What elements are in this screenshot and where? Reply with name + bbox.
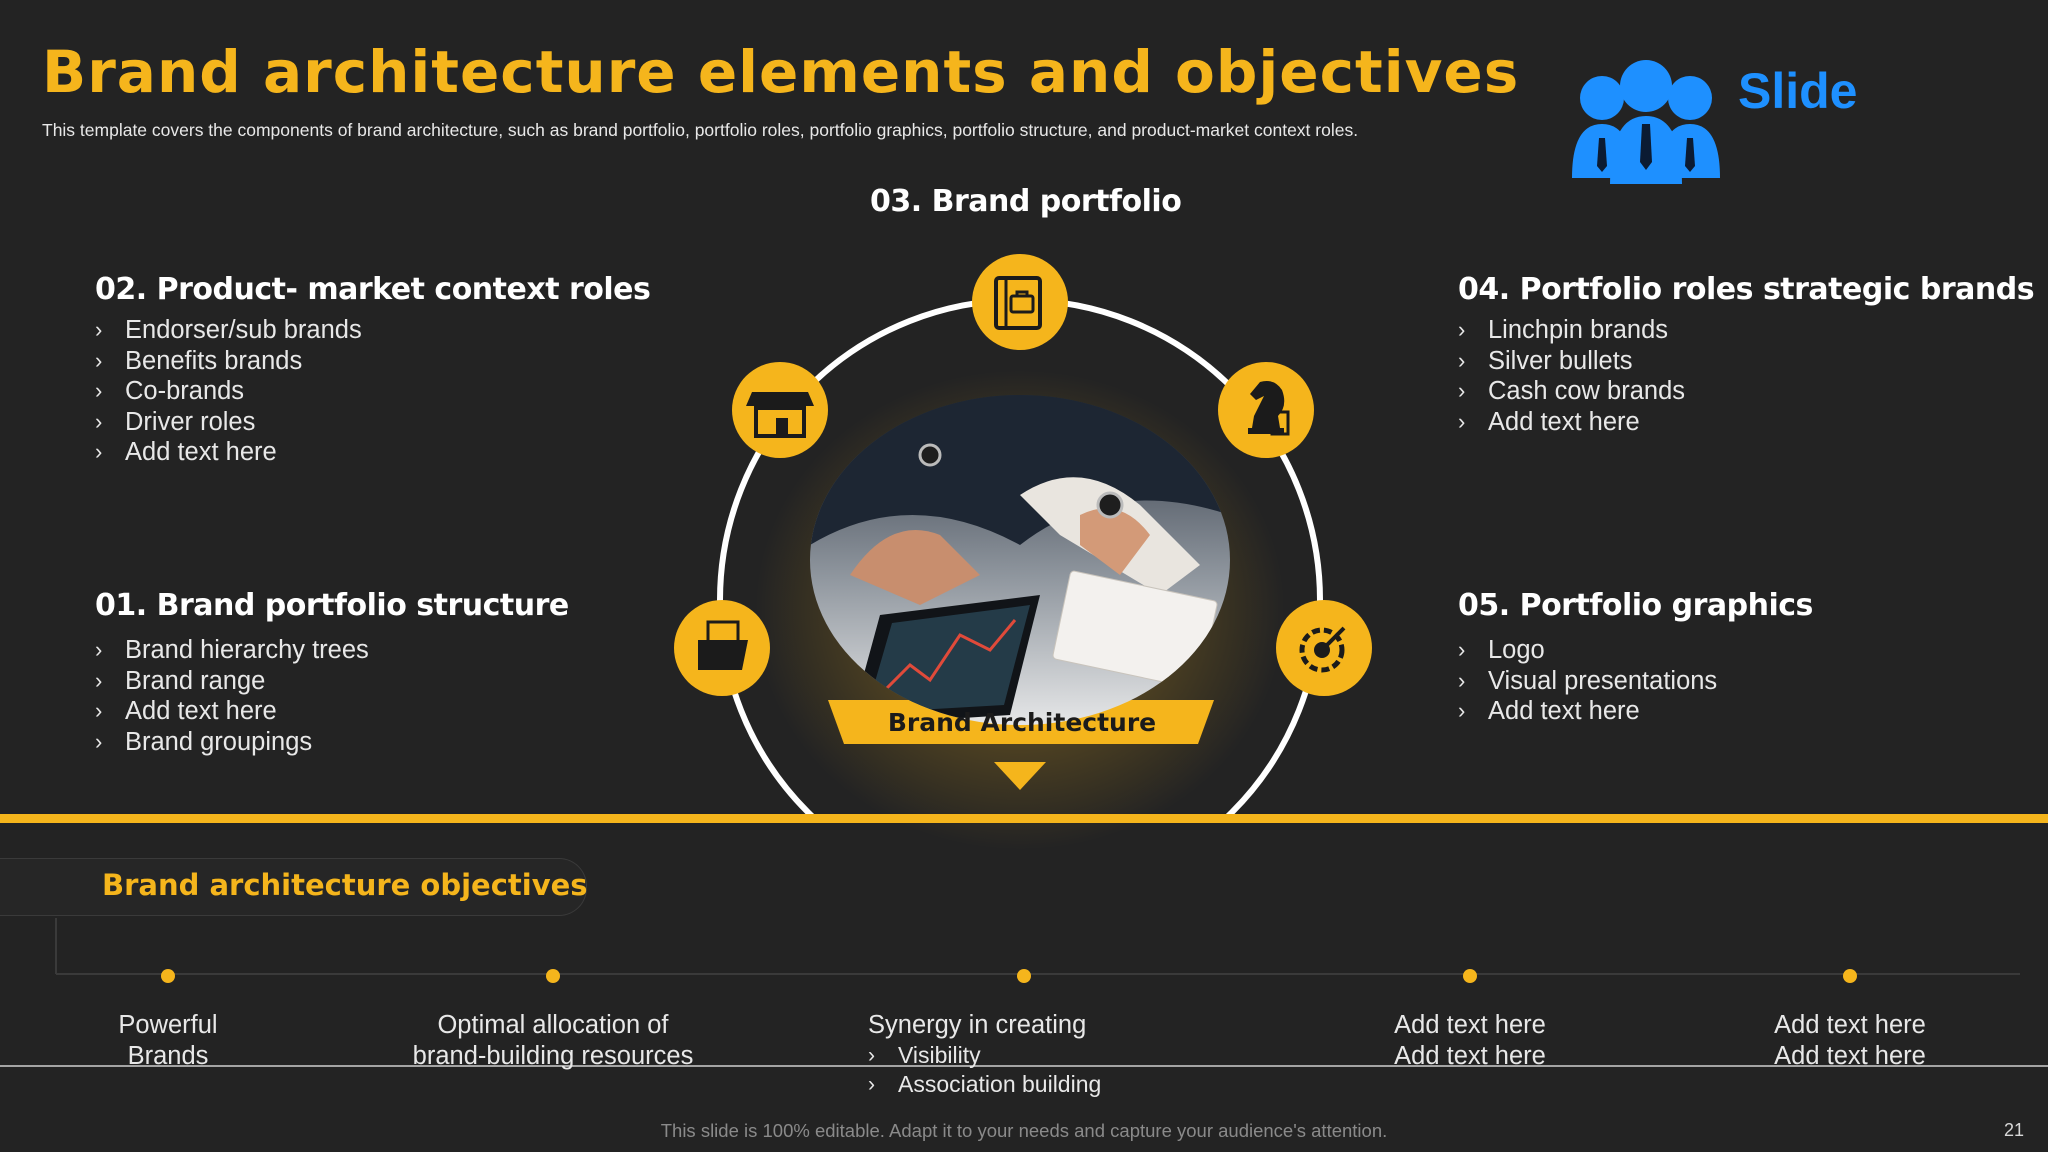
section-04: 04. Portfolio roles strategic brands ›Li… <box>1458 272 2035 437</box>
timeline-dot <box>1017 969 1031 983</box>
list-item: ›Visual presentations <box>1458 666 1718 695</box>
page-subtitle: This template covers the components of b… <box>42 120 1359 140</box>
page-number: 21 <box>2004 1120 2025 1140</box>
chevron-right-icon: › <box>95 698 103 723</box>
chevron-right-icon: › <box>1458 408 1466 434</box>
list-item: ›Logo <box>1458 636 1545 664</box>
down-arrow-icon <box>994 762 1046 790</box>
section-05-title: 05. Portfolio graphics <box>1458 588 1813 623</box>
target-gear-icon <box>1276 600 1372 696</box>
list-item: ›Silver bullets <box>1458 346 1633 375</box>
section-05-list: ›Logo ›Visual presentations ›Add text he… <box>1458 635 1813 727</box>
section-05: 05. Portfolio graphics ›Logo ›Visual pre… <box>1458 588 1813 727</box>
chevron-right-icon: › <box>95 667 103 693</box>
storefront-icon <box>732 362 828 458</box>
timeline-dot <box>546 969 560 983</box>
list-item: ›Brand hierarchy trees <box>95 636 369 664</box>
section-divider <box>0 814 2048 823</box>
timeline-dot <box>1463 969 1477 983</box>
list-item: ›Cash cow brands <box>1458 377 1686 405</box>
chevron-right-icon: › <box>95 408 103 434</box>
logo-text: Slide <box>1738 63 1857 119</box>
objective-item: Add text here Add text here <box>1394 1011 1546 1070</box>
business-people-reviewing-charts-photo <box>810 395 1230 725</box>
list-item: ›Driver roles <box>95 407 256 436</box>
list-item: ›Linchpin brands <box>1458 316 1669 344</box>
objective-item: Add text here Add text here <box>1774 1011 1926 1070</box>
list-item: ›Benefits brands <box>95 346 303 375</box>
chevron-right-icon: › <box>95 378 103 403</box>
chevron-right-icon: › <box>95 347 103 373</box>
section-02-list: ›Endorser/sub brands ›Benefits brands ›C… <box>95 315 650 468</box>
section-04-title: 04. Portfolio roles strategic brands <box>1458 272 2035 307</box>
portfolio-book-icon <box>972 254 1068 350</box>
objective-subitem: ›Visibility <box>868 1041 981 1068</box>
list-item: ›Co-brands <box>95 377 245 405</box>
chevron-right-icon: › <box>1458 378 1466 403</box>
objective-item: Powerful Brands <box>118 1011 218 1070</box>
objective-item: Synergy in creating ›Visibility ›Associa… <box>868 1011 1102 1097</box>
chevron-right-icon: › <box>1458 667 1466 693</box>
timeline-dot <box>1843 969 1857 983</box>
objective-item: Optimal allocation of brand-building res… <box>412 1011 694 1070</box>
folder-document-icon <box>674 600 770 696</box>
objective-subitem: ›Association building <box>868 1070 1102 1097</box>
brand-architecture-label: Brand Architecture <box>887 708 1157 737</box>
section-01-title: 01. Brand portfolio structure <box>95 588 569 623</box>
list-item: ›Add text here <box>95 697 277 725</box>
chevron-right-icon: › <box>95 637 103 662</box>
list-item: ›Add text here <box>1458 407 1640 436</box>
chevron-right-icon: › <box>868 1072 875 1096</box>
company-logo: Slide <box>1566 54 1906 204</box>
team-people-icon: Slide <box>1572 60 1857 184</box>
list-item: ›Add text here <box>1458 697 1640 725</box>
chevron-right-icon: › <box>1458 317 1466 342</box>
objectives-title: Brand architecture objectives <box>102 868 588 902</box>
chevron-right-icon: › <box>95 317 103 342</box>
chevron-right-icon: › <box>1458 698 1466 723</box>
chevron-right-icon: › <box>1458 637 1466 662</box>
objectives-header-pill <box>0 858 587 916</box>
section-03-title: 03. Brand portfolio <box>870 184 1182 219</box>
list-item: ›Brand range <box>95 666 266 695</box>
section-01-list: ›Brand hierarchy trees ›Brand range ›Add… <box>95 635 569 757</box>
chess-knight-icon <box>1218 362 1314 458</box>
footer-note: This slide is 100% editable. Adapt it to… <box>660 1120 1388 1141</box>
section-02: 02. Product- market context roles ›Endor… <box>95 272 651 468</box>
section-01: 01. Brand portfolio structure ›Brand hie… <box>95 588 569 757</box>
timeline-dot <box>161 969 175 983</box>
section-02-title: 02. Product- market context roles <box>95 272 651 307</box>
section-04-list: ›Linchpin brands ›Silver bullets ›Cash c… <box>1458 315 2034 437</box>
list-item: ›Add text here <box>95 438 277 466</box>
chevron-right-icon: › <box>95 439 103 464</box>
chevron-right-icon: › <box>868 1043 875 1067</box>
list-item: ›Brand groupings <box>95 727 313 756</box>
chevron-right-icon: › <box>1458 347 1466 373</box>
chevron-right-icon: › <box>95 728 103 754</box>
page-title: Brand architecture elements and objectiv… <box>42 38 1520 106</box>
list-item: ›Endorser/sub brands <box>95 316 362 344</box>
